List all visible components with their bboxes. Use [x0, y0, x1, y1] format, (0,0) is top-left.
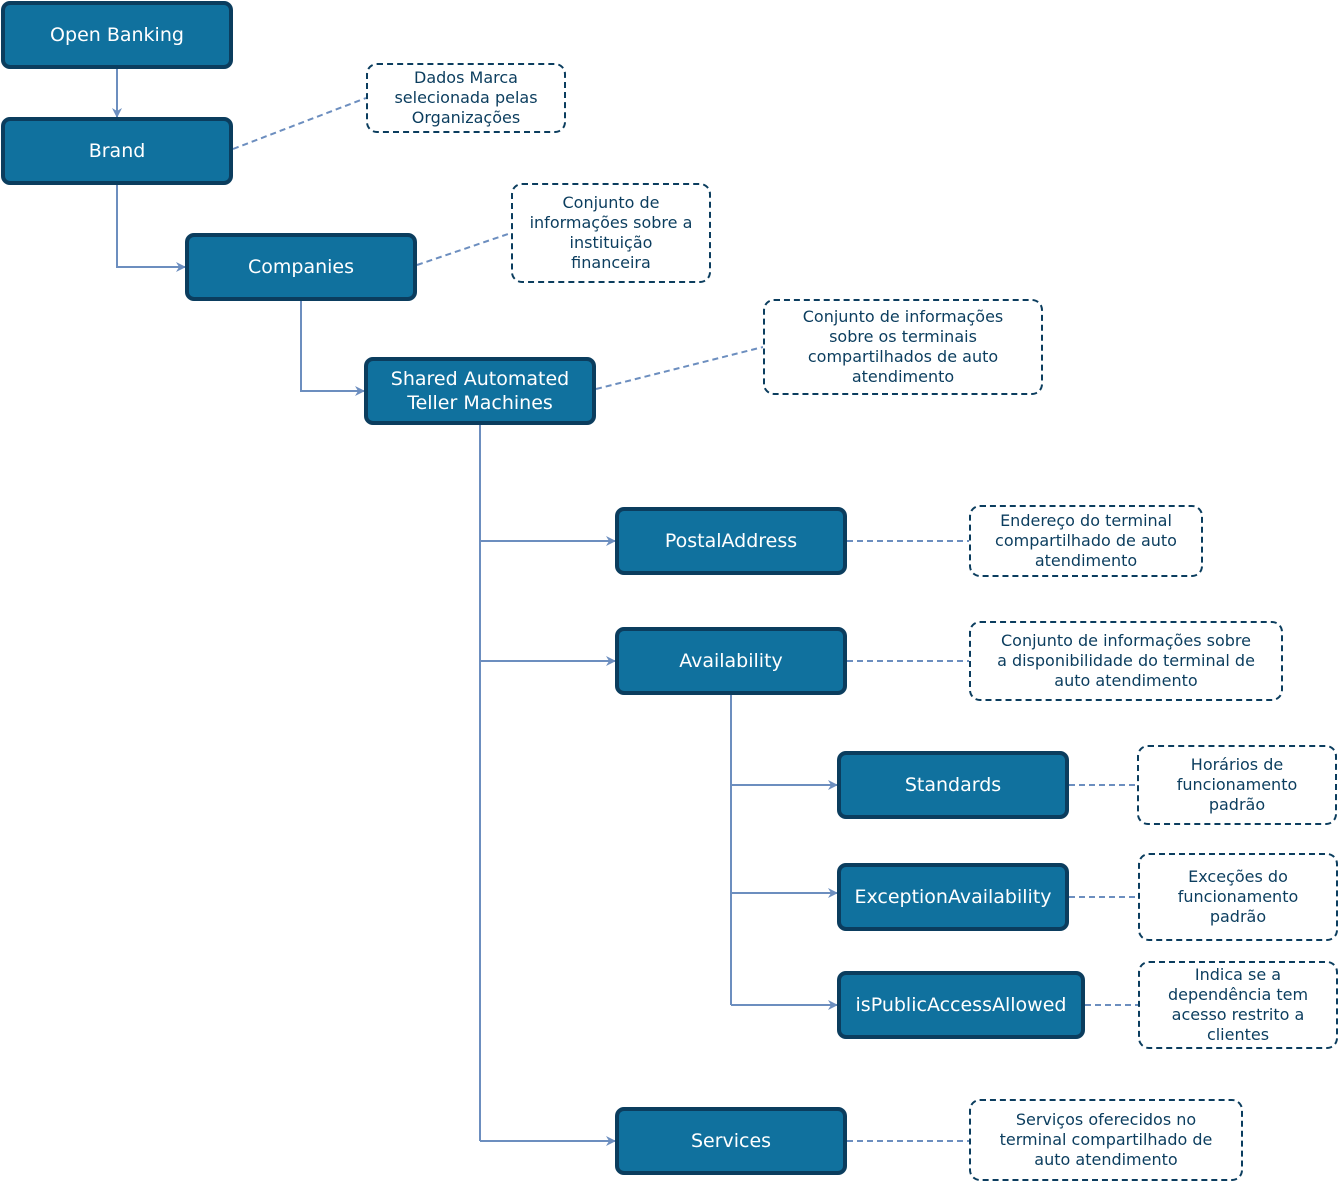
note-shared-atm: Conjunto de informações sobre os termina…	[763, 299, 1043, 395]
edge-brand-to-companies	[116, 184, 186, 272]
note-companies: Conjunto de informações sobre a institui…	[511, 183, 711, 283]
node-exception-availability[interactable]: ExceptionAvailability	[837, 863, 1069, 931]
node-brand[interactable]: Brand	[1, 117, 233, 185]
note-link-shared-atm	[595, 346, 764, 390]
note-link-brand	[232, 97, 367, 150]
note-link-companies	[416, 232, 512, 266]
node-availability[interactable]: Availability	[615, 627, 847, 695]
node-shared-automated-teller-machines[interactable]: Shared Automated Teller Machines	[364, 357, 596, 425]
note-exception-availability: Exceções do funcionamento padrão	[1138, 853, 1338, 941]
note-availability: Conjunto de informações sobre a disponib…	[969, 621, 1283, 701]
node-postal-address[interactable]: PostalAddress	[615, 507, 847, 575]
node-companies[interactable]: Companies	[185, 233, 417, 301]
note-postal-address: Endereço do terminal compartilhado de au…	[969, 505, 1203, 577]
node-open-banking[interactable]: Open Banking	[1, 1, 233, 69]
note-standards: Horários de funcionamento padrão	[1137, 745, 1337, 825]
note-services: Serviços oferecidos no terminal comparti…	[969, 1099, 1243, 1181]
edge-companies-to-shared-atm	[300, 300, 365, 396]
node-services[interactable]: Services	[615, 1107, 847, 1175]
node-standards[interactable]: Standards	[837, 751, 1069, 819]
note-brand: Dados Marca selecionada pelas Organizaçõ…	[366, 63, 566, 133]
node-is-public-access-allowed[interactable]: isPublicAccessAllowed	[837, 971, 1085, 1039]
note-is-public-access-allowed: Indica se a dependência tem acesso restr…	[1138, 961, 1338, 1049]
